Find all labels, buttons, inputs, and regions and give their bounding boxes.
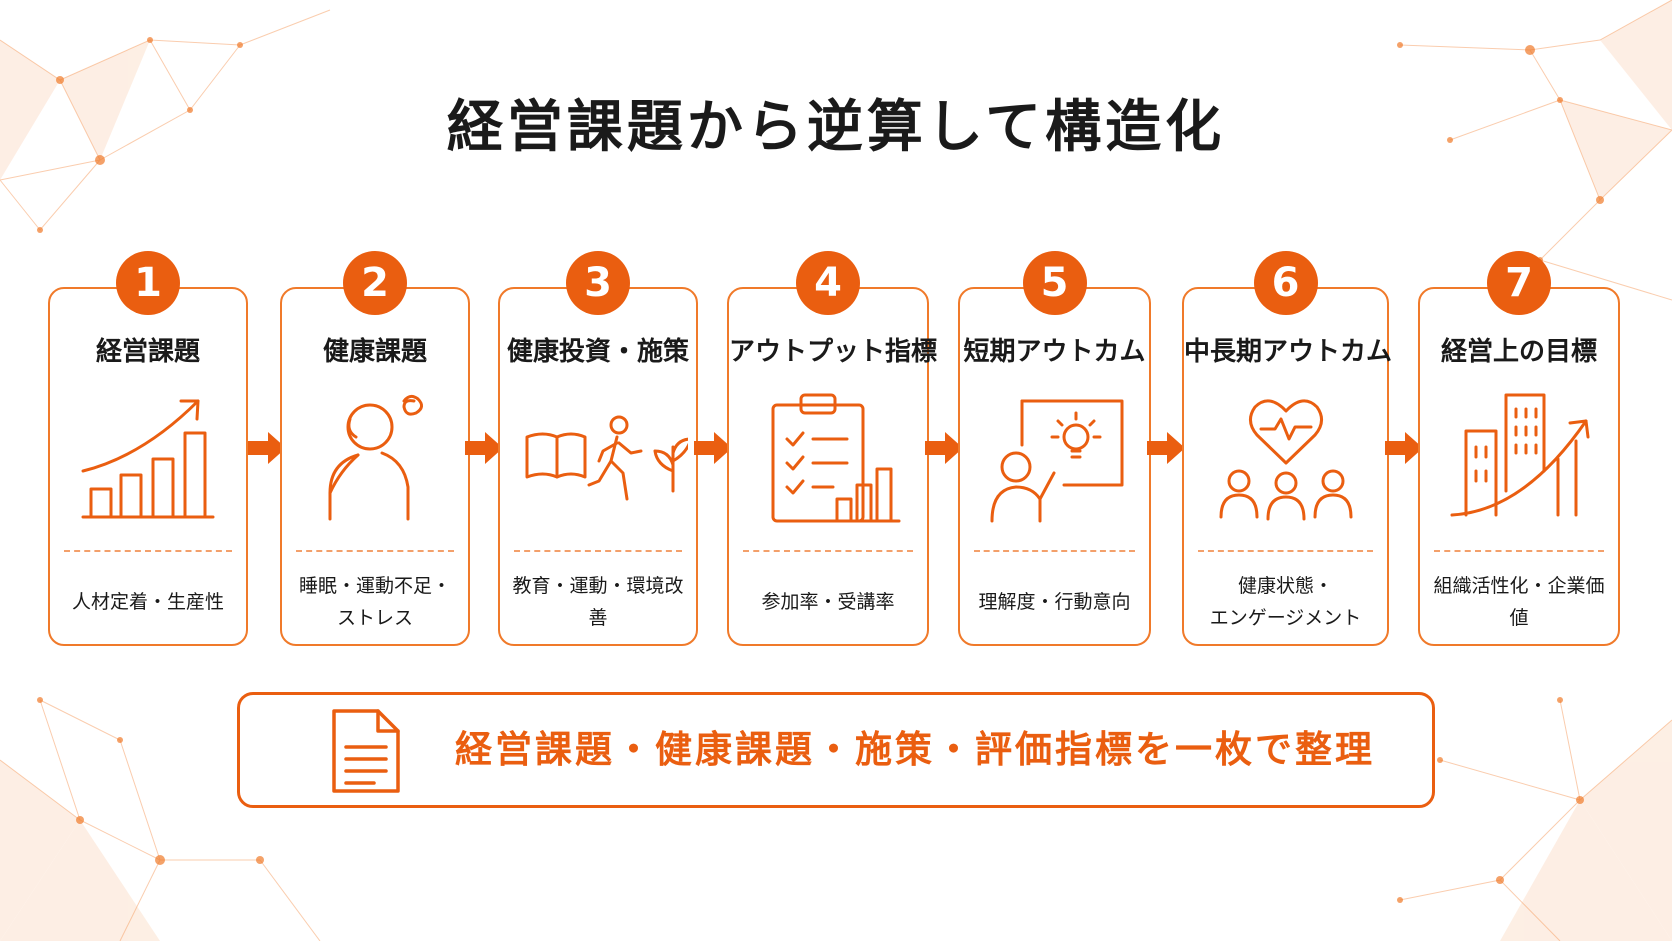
presenter-lightbulb-icon (990, 399, 1123, 523)
bar-chart-up-icon (81, 399, 215, 519)
step-separator (64, 550, 232, 552)
flow-arrow (925, 430, 965, 466)
flow-arrow (465, 430, 505, 466)
step-separator (514, 550, 682, 552)
step-number-badge: 3 (566, 251, 630, 315)
step-number-badge: 6 (1253, 251, 1318, 315)
step-description: 睡眠・運動不足・ ストレス (298, 575, 451, 629)
step-title: 短期アウトカム (963, 337, 1146, 367)
document-icon (332, 709, 400, 793)
step-separator (1434, 550, 1604, 552)
step-title: 経営上の目標 (1440, 337, 1597, 367)
step-number-badge: 7 (1487, 251, 1551, 315)
flow-arrow (694, 430, 734, 466)
step-card-5: 5 短期アウトカム 理解度・行動意向 (958, 251, 1151, 646)
step-number-badge: 5 (1022, 251, 1087, 315)
step-title: 経営課題 (95, 337, 200, 367)
summary-text: 経営課題・健康課題・施策・評価指標を一枚で整理 (455, 728, 1375, 771)
step-card-2: 2 健康課題 睡眠・運動不足・ ストレス (280, 251, 470, 646)
step-card-1: 1 経営課題 人材定着・生産性 (48, 251, 248, 646)
step-description: 人材定着・生産性 (71, 591, 224, 613)
step-title: 健康課題 (322, 337, 427, 367)
stressed-person-icon (328, 394, 423, 521)
step-description: 教育・運動・環境改善 (512, 575, 684, 629)
step-number-badge: 4 (796, 251, 860, 315)
step-separator (743, 550, 913, 552)
step-separator (974, 550, 1135, 552)
step-description: 組織活性化・企業価値 (1433, 575, 1605, 629)
step-card-6: 6 中長期アウトカム 健康状態・ エンゲージメント (1182, 251, 1393, 646)
step-separator (1198, 550, 1373, 552)
step-title: 健康投資・施策 (506, 337, 689, 367)
clipboard-checklist-icon (771, 393, 901, 523)
page-title: 経営課題から逆算して構造化 (446, 95, 1226, 160)
heart-people-icon (1219, 399, 1352, 521)
step-title: アウトプット指標 (729, 337, 938, 367)
summary-box: 経営課題・健康課題・施策・評価指標を一枚で整理 (237, 692, 1435, 808)
step-card-4: 4 アウトプット指標 参加率・受講率 (727, 251, 938, 646)
book-walker-plant-icon (525, 415, 688, 501)
flow-arrow (248, 430, 288, 466)
step-card-7: 7 経営上の目標 組織活性化・企業価値 (1418, 251, 1620, 646)
step-title: 中長期アウトカム (1184, 337, 1393, 367)
step-number-badge: 2 (343, 251, 407, 315)
step-description: 理解度・行動意向 (978, 591, 1131, 613)
flow-arrow (1385, 430, 1425, 466)
step-number-badge: 1 (116, 251, 180, 315)
step-description: 参加率・受講率 (761, 591, 895, 613)
step-description: 健康状態・ エンゲージメント (1209, 575, 1362, 629)
step-separator (296, 550, 454, 552)
flow-arrow (1147, 430, 1187, 466)
buildings-growth-icon (1450, 393, 1590, 517)
step-card-3: 3 健康投資・施策 教育・運動・環境改善 (498, 251, 698, 646)
